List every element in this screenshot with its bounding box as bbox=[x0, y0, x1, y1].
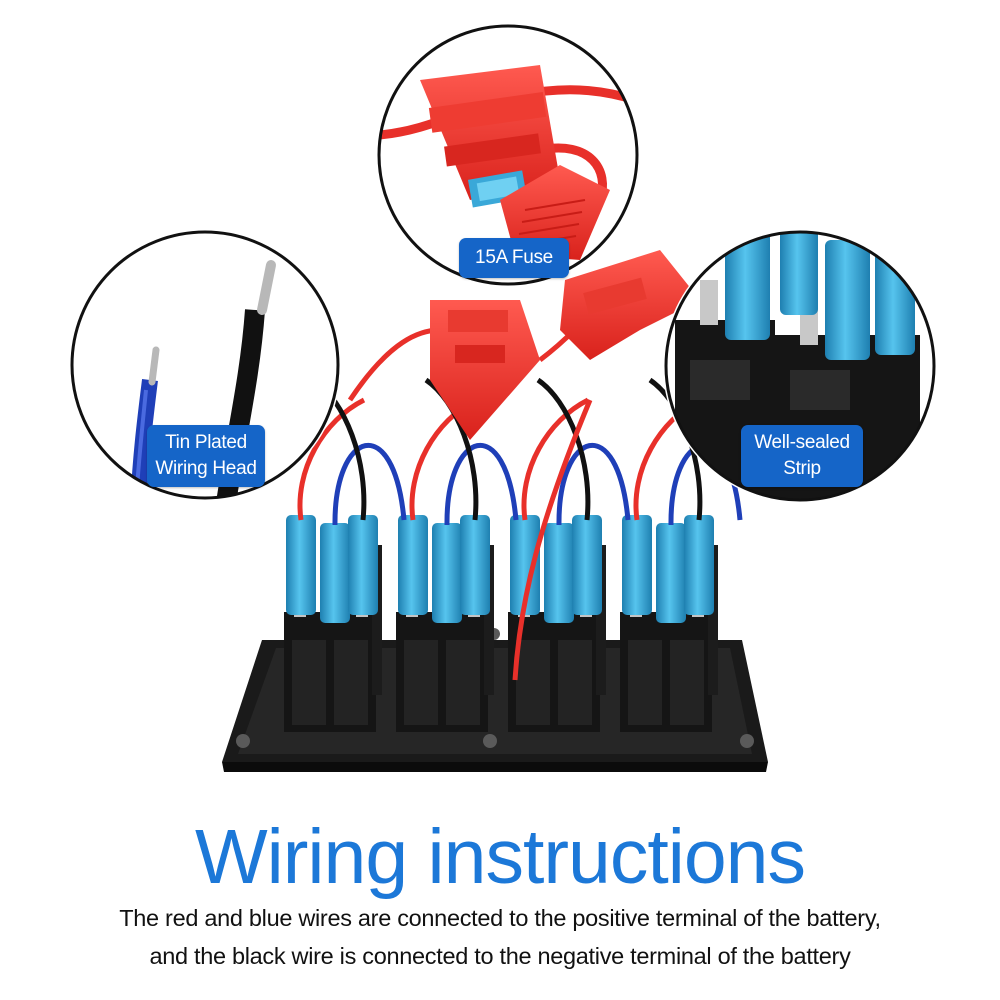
inline-fuse-right bbox=[560, 250, 700, 360]
strip-label-line1: Well-sealed bbox=[754, 432, 850, 453]
strip-label-line2: Strip bbox=[783, 458, 821, 479]
blue-wire bbox=[444, 442, 519, 526]
red-wire bbox=[297, 397, 366, 521]
blue-wire bbox=[332, 442, 407, 526]
fuse-label: 15A Fuse bbox=[475, 247, 553, 268]
wire-label-line2: Wiring Head bbox=[155, 458, 257, 479]
product-photo bbox=[69, 23, 937, 772]
inline-fuse-left bbox=[430, 300, 540, 440]
rocker-switch-2 bbox=[396, 515, 494, 732]
rocker-switch-4 bbox=[620, 515, 718, 732]
headline: Wiring instructions bbox=[194, 814, 806, 900]
fuse-lead-wire bbox=[347, 327, 441, 402]
strip-label-badge: Well-sealed Strip bbox=[741, 425, 863, 487]
callout-fuse bbox=[376, 23, 640, 287]
wire-label-badge: Tin Plated Wiring Head bbox=[147, 425, 265, 487]
loose-red-wire bbox=[512, 399, 593, 681]
blue-wire bbox=[556, 442, 631, 526]
fuse-label-badge: 15A Fuse bbox=[459, 238, 569, 278]
red-wire bbox=[521, 397, 590, 521]
rocker-switch-1 bbox=[284, 515, 382, 732]
wire-label-line1: Tin Plated bbox=[165, 432, 247, 453]
rocker-switch-3 bbox=[508, 515, 606, 732]
instruction-line-1: The red and blue wires are connected to … bbox=[119, 905, 881, 931]
instruction-line-2: and the black wire is connected to the n… bbox=[149, 943, 851, 969]
black-wire bbox=[536, 377, 591, 521]
switch-panel bbox=[222, 250, 768, 772]
